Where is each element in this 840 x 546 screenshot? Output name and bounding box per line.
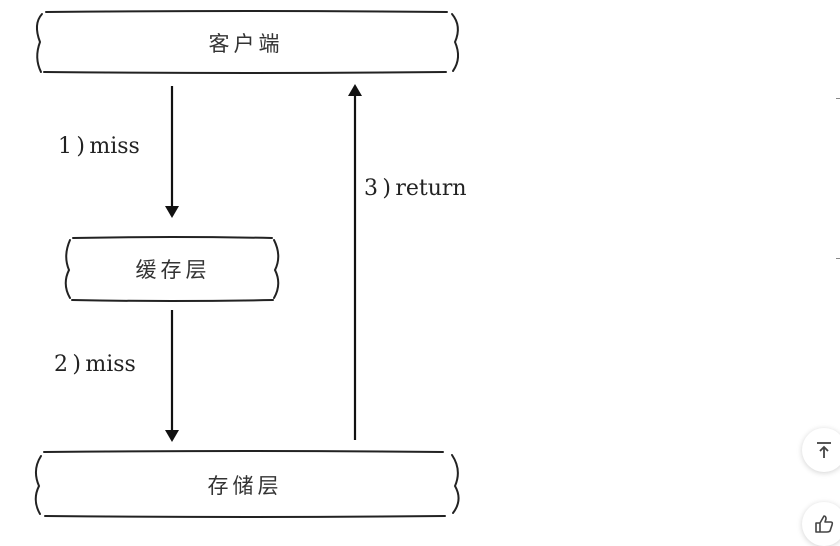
arrow-up-to-line-icon	[812, 438, 836, 462]
stray-mark	[836, 258, 840, 259]
storage-box	[34, 450, 460, 518]
stray-mark	[836, 98, 840, 99]
cache-label: 缓存层	[135, 258, 211, 282]
like-button[interactable]	[802, 502, 840, 546]
edge-label-1: 1 ) miss	[58, 134, 140, 159]
thumbs-up-icon	[812, 512, 836, 536]
client-label: 客户端	[208, 32, 284, 56]
client-box	[36, 10, 459, 74]
architecture-diagram	[34, 10, 460, 518]
cache-box	[64, 236, 280, 302]
edge-label-3: 3 ) return	[364, 176, 467, 201]
edge-label-2: 2 ) miss	[54, 352, 136, 377]
back-to-top-button[interactable]	[802, 428, 840, 472]
storage-label: 存储层	[207, 474, 283, 498]
